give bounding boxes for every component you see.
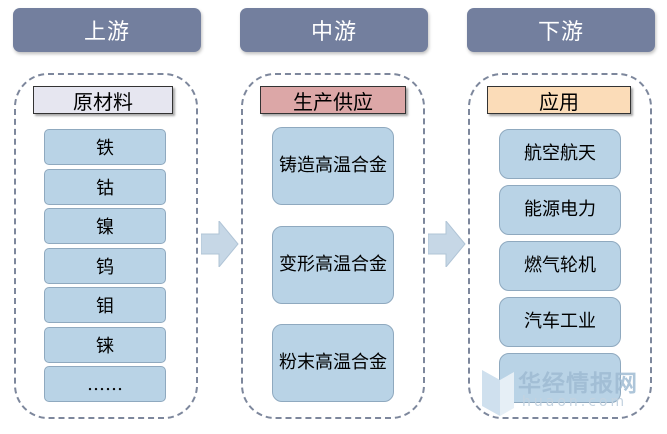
downstream-item: 能源电力 xyxy=(499,185,621,235)
tag-production-supply: 生产供应 xyxy=(260,86,406,114)
flow-arrow-icon xyxy=(201,221,239,267)
upstream-item: 镍 xyxy=(44,208,166,244)
upstream-item: 钨 xyxy=(44,248,166,284)
downstream-item: 燃气轮机 xyxy=(499,241,621,291)
watermark-text: 华经情报网 xyxy=(518,371,638,397)
header-downstream: 下游 xyxy=(467,8,655,52)
downstream-item: 航空航天 xyxy=(499,129,621,179)
upstream-item: 铁 xyxy=(44,129,166,165)
midstream-item: 铸造高温合金 xyxy=(272,127,394,205)
downstream-item xyxy=(499,353,621,403)
header-upstream: 上游 xyxy=(13,8,201,52)
watermark: 华经情报网 huaon.com xyxy=(478,362,667,422)
upstream-item: …… xyxy=(44,366,166,402)
midstream-item: 粉末高温合金 xyxy=(272,324,394,402)
tag-raw-materials: 原材料 xyxy=(33,86,173,114)
upstream-item: 钴 xyxy=(44,169,166,205)
midstream-item: 变形高温合金 xyxy=(272,226,394,304)
upstream-item: 铼 xyxy=(44,327,166,363)
flow-arrow-icon xyxy=(428,221,466,267)
downstream-item: 汽车工业 xyxy=(499,297,621,347)
upstream-item: 钼 xyxy=(44,287,166,323)
watermark-url: huaon.com xyxy=(522,394,628,410)
header-midstream: 中游 xyxy=(240,8,428,52)
tag-applications: 应用 xyxy=(487,86,631,114)
watermark-logo-icon xyxy=(482,370,514,416)
